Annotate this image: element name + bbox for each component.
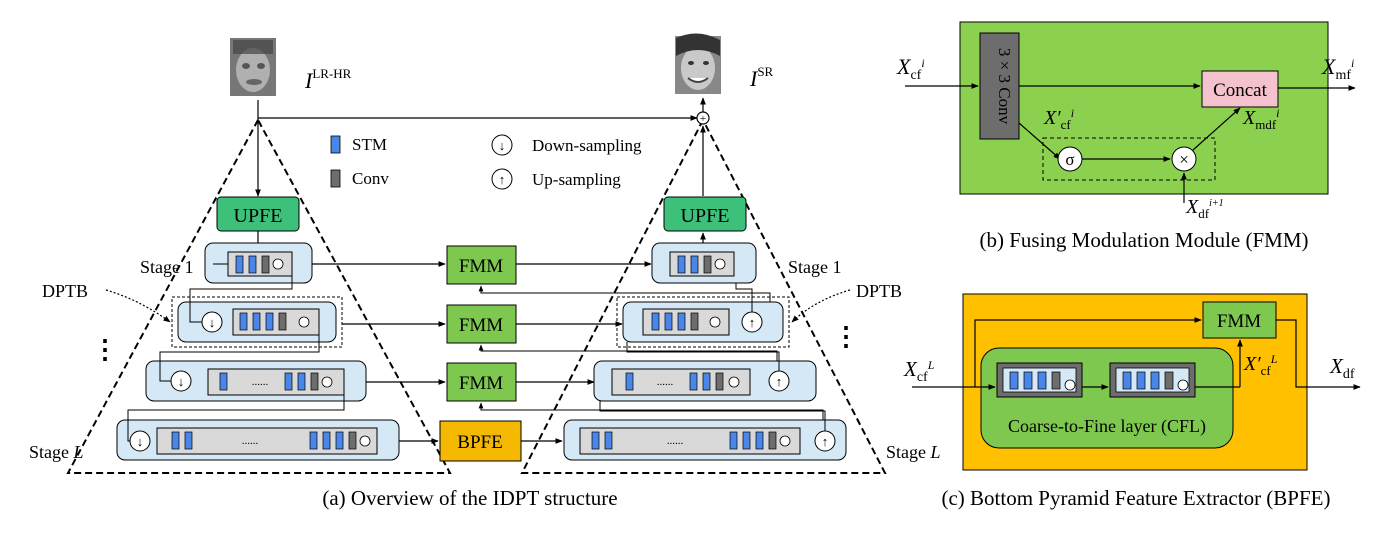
svg-text:Concat: Concat <box>1213 80 1268 101</box>
x-df-label: Xdf <box>1329 354 1355 382</box>
svg-text:↓: ↓ <box>178 374 185 389</box>
x-mdf-i-label: Xmdfi <box>1242 106 1280 132</box>
svg-text:......: ...... <box>242 435 259 447</box>
x-cf-prime-L-label: X′cfL <box>1243 352 1278 378</box>
conv-3x3-block <box>979 32 1020 140</box>
fmm-1 <box>446 245 517 285</box>
svg-text:↓: ↓ <box>137 434 144 449</box>
left-stage-L: ↓ ...... <box>116 419 400 461</box>
left-pyramid <box>66 117 452 474</box>
input-face-image <box>230 38 276 96</box>
svg-text:×: × <box>1179 150 1189 169</box>
x-cf-i-label: Xcfi <box>896 54 925 83</box>
svg-text:......: ...... <box>667 435 684 447</box>
svg-text:↑: ↑ <box>499 172 506 187</box>
svg-text:BPFE: BPFE <box>457 432 502 453</box>
svg-text:+: + <box>700 113 706 125</box>
left-stage-3: ↓ ...... <box>145 360 367 402</box>
svg-text:STM: STM <box>352 135 387 154</box>
right-stage-L: ...... ↑ <box>563 401 847 461</box>
fmm-panel-bg <box>959 21 1329 195</box>
svg-text:FMM: FMM <box>1217 311 1261 332</box>
dptb-left-label: DPTB <box>42 281 88 301</box>
concat-block <box>1201 70 1279 108</box>
bpfe-box <box>439 420 522 462</box>
panel-a: ILR-HR ISR + UPFE UPFE STM Conv <box>29 33 941 510</box>
output-label: ISR <box>749 64 774 91</box>
svg-text:Down-sampling: Down-sampling <box>532 136 642 155</box>
svg-text:σ: σ <box>1065 150 1074 169</box>
legend: STM Conv ↓ Down-sampling ↑ Up-sampling <box>330 134 642 190</box>
x-mf-i-label: Xmfi <box>1321 54 1354 83</box>
right-pyramid <box>520 117 887 474</box>
stage1-right-label: Stage 1 <box>788 257 842 277</box>
cfl-label: Coarse-to-Fine layer (CFL) <box>1008 416 1206 437</box>
fmm-2 <box>446 304 517 344</box>
svg-text:↑: ↑ <box>822 434 829 449</box>
svg-text:......: ...... <box>657 376 674 388</box>
x-df-i1-label: Xdfi+1 <box>1185 196 1224 221</box>
vdots-left: ⋮ <box>92 335 118 364</box>
panel-c: FMM Coarse-to-Fine layer (CFL) XcfL X′cf… <box>903 293 1361 510</box>
vdots-right: ⋮ <box>833 322 859 351</box>
svg-text:UPFE: UPFE <box>234 205 283 227</box>
svg-text:FMM: FMM <box>459 256 503 277</box>
modulation-box <box>1042 137 1216 181</box>
svg-text:FMM: FMM <box>459 373 503 394</box>
stage1-left-label: Stage 1 <box>140 257 194 277</box>
svg-text:Up-sampling: Up-sampling <box>532 170 621 189</box>
input-label: ILR-HR <box>304 66 352 93</box>
multiply-node <box>1171 146 1197 172</box>
svg-text:3 × 3 Conv: 3 × 3 Conv <box>995 48 1014 125</box>
svg-text:Conv: Conv <box>352 169 389 188</box>
svg-text:UPFE: UPFE <box>681 205 730 227</box>
output-face-image <box>675 33 721 94</box>
svg-text:↓: ↓ <box>499 138 506 153</box>
svg-text:↑: ↑ <box>749 315 756 330</box>
svg-text:↓: ↓ <box>209 315 216 330</box>
caption-b: (b) Fusing Modulation Module (FMM) <box>979 228 1308 252</box>
upfe-right <box>663 196 747 232</box>
right-stage-2-dptb: ↑ <box>616 283 790 348</box>
svg-text:FMM: FMM <box>459 315 503 336</box>
svg-text:↑: ↑ <box>776 374 783 389</box>
x-cf-prime-label: X′cfi <box>1043 106 1074 132</box>
svg-text:......: ...... <box>252 376 269 388</box>
caption-a: (a) Overview of the IDPT structure <box>322 486 617 510</box>
x-cf-L-label: XcfL <box>903 357 935 385</box>
right-stage-3: ...... ↑ <box>593 342 817 402</box>
right-stage-1 <box>651 232 757 284</box>
left-stage-1 <box>204 231 313 284</box>
stageL-right-label: Stage L <box>886 442 941 462</box>
left-stage-2-dptb: ↓ <box>171 296 343 348</box>
caption-c: (c) Bottom Pyramid Feature Extractor (BP… <box>941 486 1330 510</box>
dptb-right-label: DPTB <box>856 281 902 301</box>
panel-b: 3 × 3 Conv Xcfi Concat Xmfi X′cfi σ × Xm… <box>896 21 1356 252</box>
fmm-3 <box>446 362 517 402</box>
stageL-left-label: Stage L <box>29 442 84 462</box>
